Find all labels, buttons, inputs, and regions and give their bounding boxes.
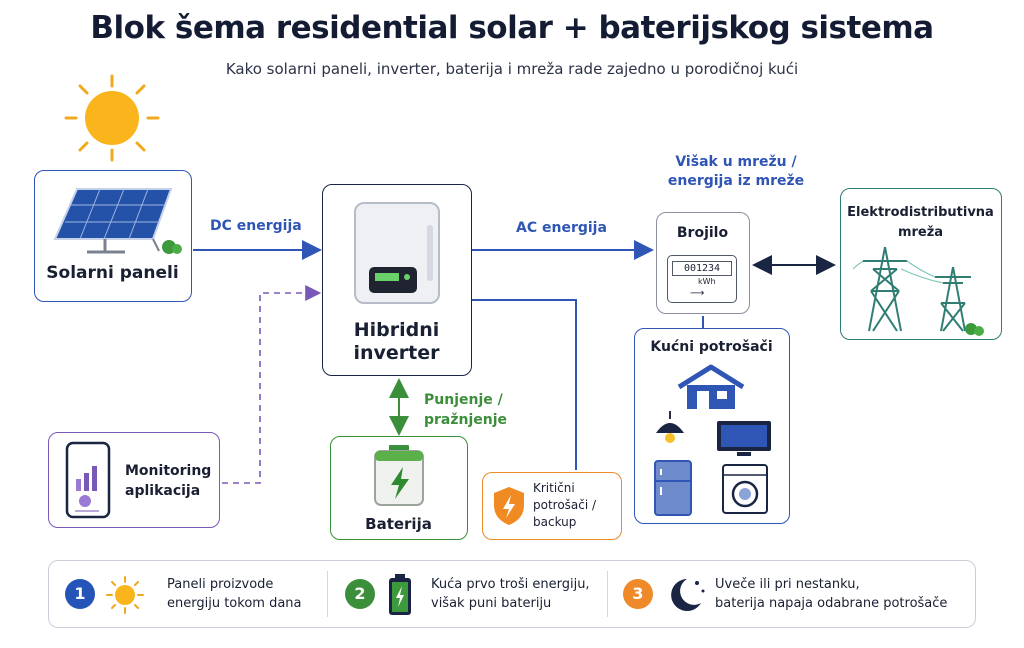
step-number: 1 <box>65 579 95 609</box>
house-icon <box>677 364 745 409</box>
meter-arrow-icon: ⟶ <box>690 288 705 299</box>
monitoring-app-label: Monitoring aplikacija <box>125 461 211 501</box>
battery-label: Baterija <box>365 515 432 533</box>
step-text: Paneli proizvode energiju tokom dana <box>167 575 302 613</box>
grid-flow-line1: Višak u mrežu / <box>675 154 797 170</box>
step-text: Kuća prvo troši energiju, višak puni bat… <box>431 575 590 613</box>
grid-flow-label: Višak u mrežu / energija iz mreže <box>656 153 816 191</box>
step-3-line2: baterija napaja odabrane potrošače <box>715 596 948 611</box>
critical-label-line2: potrošači / <box>533 498 597 512</box>
tv-icon <box>717 421 771 456</box>
step-2-line1: Kuća prvo troši energiju, <box>431 577 590 592</box>
step-2-line2: višak puni bateriju <box>431 596 552 611</box>
inverter-label-line2: inverter <box>353 342 440 364</box>
step-1-line2: energiju tokom dana <box>167 596 302 611</box>
critical-loads-label: Kritični potrošači / backup <box>533 480 596 531</box>
meter-unit: kWh <box>698 277 716 286</box>
grid-label-line2: mreža <box>897 225 944 240</box>
sun-icon <box>106 576 144 614</box>
meter-display: 001234 <box>672 261 732 276</box>
monitoring-label-line2: aplikacija <box>125 483 201 499</box>
monitoring-label-line1: Monitoring <box>125 463 212 479</box>
steps-footer: 1 Paneli proizvode energiju tokom dana 2… <box>48 560 976 628</box>
battery-node[interactable]: Baterija <box>330 436 468 540</box>
battery-icon <box>389 574 411 615</box>
lamp-icon <box>656 411 684 443</box>
household-consumers-node[interactable]: Kućni potrošači <box>634 328 790 524</box>
battery-flow-label: Punjenje / pražnjenje <box>424 390 507 430</box>
step-text: Uveče ili pri nestanku, baterija napaja … <box>715 575 947 613</box>
power-tower-icon <box>853 246 984 336</box>
monitoring-app-node[interactable]: Monitoring aplikacija <box>48 432 220 528</box>
grid-flow-line2: energija iz mreže <box>667 173 805 189</box>
step-number: 2 <box>345 579 375 609</box>
grid-node[interactable]: Elektrodistributivna mreža <box>840 188 1002 340</box>
meter-node[interactable]: Brojilo 001234 kWh ⟶ <box>656 212 750 314</box>
step-divider <box>327 571 328 617</box>
meter-face: 001234 kWh ⟶ <box>667 255 737 303</box>
step-3-line1: Uveče ili pri nestanku, <box>715 577 860 592</box>
household-consumers-label: Kućni potrošači <box>650 339 773 355</box>
page-title: Blok šema residential solar + baterijsko… <box>90 10 934 46</box>
phone-icon <box>65 441 111 519</box>
moon-icon <box>671 579 705 611</box>
step-divider <box>607 571 608 617</box>
grid-label-line1: Elektrodistributivna <box>847 205 994 220</box>
washing-machine-icon <box>722 464 768 514</box>
step-1-line1: Paneli proizvode <box>167 577 274 592</box>
hybrid-inverter-node[interactable]: Hibridni inverter <box>322 184 472 376</box>
fridge-icon <box>654 460 692 516</box>
critical-loads-node[interactable]: Kritični potrošači / backup <box>482 472 622 540</box>
solar-panels-node[interactable]: Solarni paneli <box>34 170 192 302</box>
dc-label: DC energija <box>210 218 302 234</box>
battery-flow-line1: Punjenje / <box>424 392 503 408</box>
ac-label: AC energija <box>516 220 607 236</box>
backup-line <box>472 299 577 470</box>
inverter-icon <box>354 202 440 304</box>
solar-panels-label: Solarni paneli <box>46 263 179 283</box>
meter-label: Brojilo <box>676 225 729 241</box>
solar-panel-icon <box>53 188 182 254</box>
critical-label-line1: Kritični <box>533 481 575 495</box>
battery-flow-line2: pražnjenje <box>424 412 508 428</box>
monitoring-link <box>222 285 322 484</box>
grid-label: Elektrodistributivna mreža <box>841 203 1000 243</box>
inverter-label-line1: Hibridni <box>353 319 440 341</box>
hybrid-inverter-label: Hibridni inverter <box>323 319 470 365</box>
sun-icon <box>64 74 160 162</box>
step-number: 3 <box>623 579 653 609</box>
battery-icon <box>374 445 424 506</box>
page-subtitle: Kako solarni paneli, inverter, baterija … <box>225 60 799 78</box>
critical-label-line3: backup <box>533 515 577 529</box>
shield-icon <box>494 487 524 525</box>
